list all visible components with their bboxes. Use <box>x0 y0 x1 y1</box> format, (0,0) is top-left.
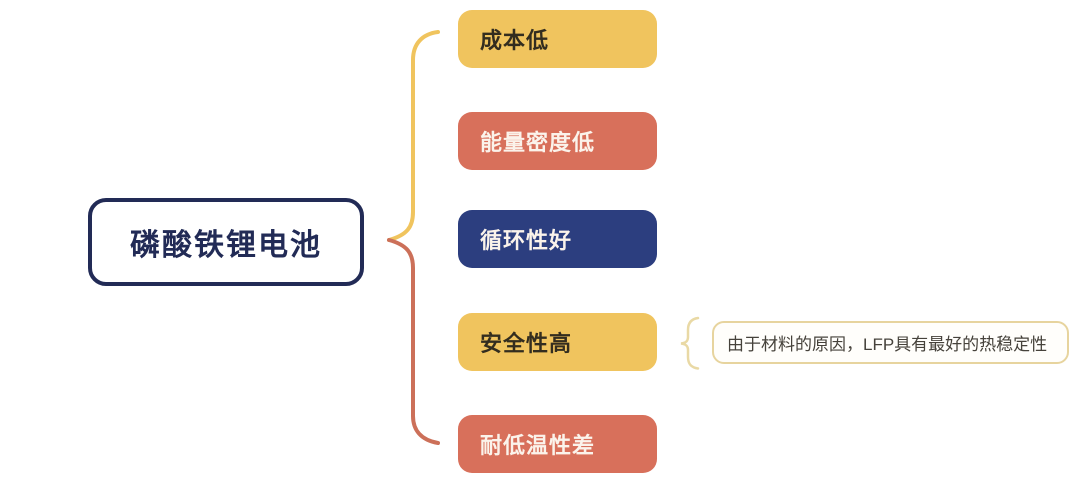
main-brace-top-connector <box>387 30 440 242</box>
branch-label: 能量密度低 <box>480 130 596 155</box>
branch-poor-low-temp-tolerance[interactable]: 耐低温性差 <box>458 415 657 473</box>
branch-label: 安全性高 <box>480 331 573 356</box>
main-brace-bottom-connector <box>387 238 440 445</box>
branch-label: 成本低 <box>480 28 550 53</box>
note-brace-connector <box>680 316 700 370</box>
central-topic-label: 磷酸铁锂电池 <box>130 229 322 262</box>
branch-low-cost[interactable]: 成本低 <box>458 10 657 68</box>
central-topic-lfp-battery[interactable]: 磷酸铁锂电池 <box>88 198 364 286</box>
branch-high-safety[interactable]: 安全性高 <box>458 313 657 371</box>
branch-low-energy-density[interactable]: 能量密度低 <box>458 112 657 170</box>
note-thermal-stability[interactable]: 由于材料的原因，LFP具有最好的热稳定性 <box>712 321 1069 364</box>
branch-good-cycle-performance[interactable]: 循环性好 <box>458 210 657 268</box>
note-label: 由于材料的原因，LFP具有最好的热稳定性 <box>727 335 1048 354</box>
branch-label: 耐低温性差 <box>480 433 596 458</box>
branch-label: 循环性好 <box>480 228 573 253</box>
